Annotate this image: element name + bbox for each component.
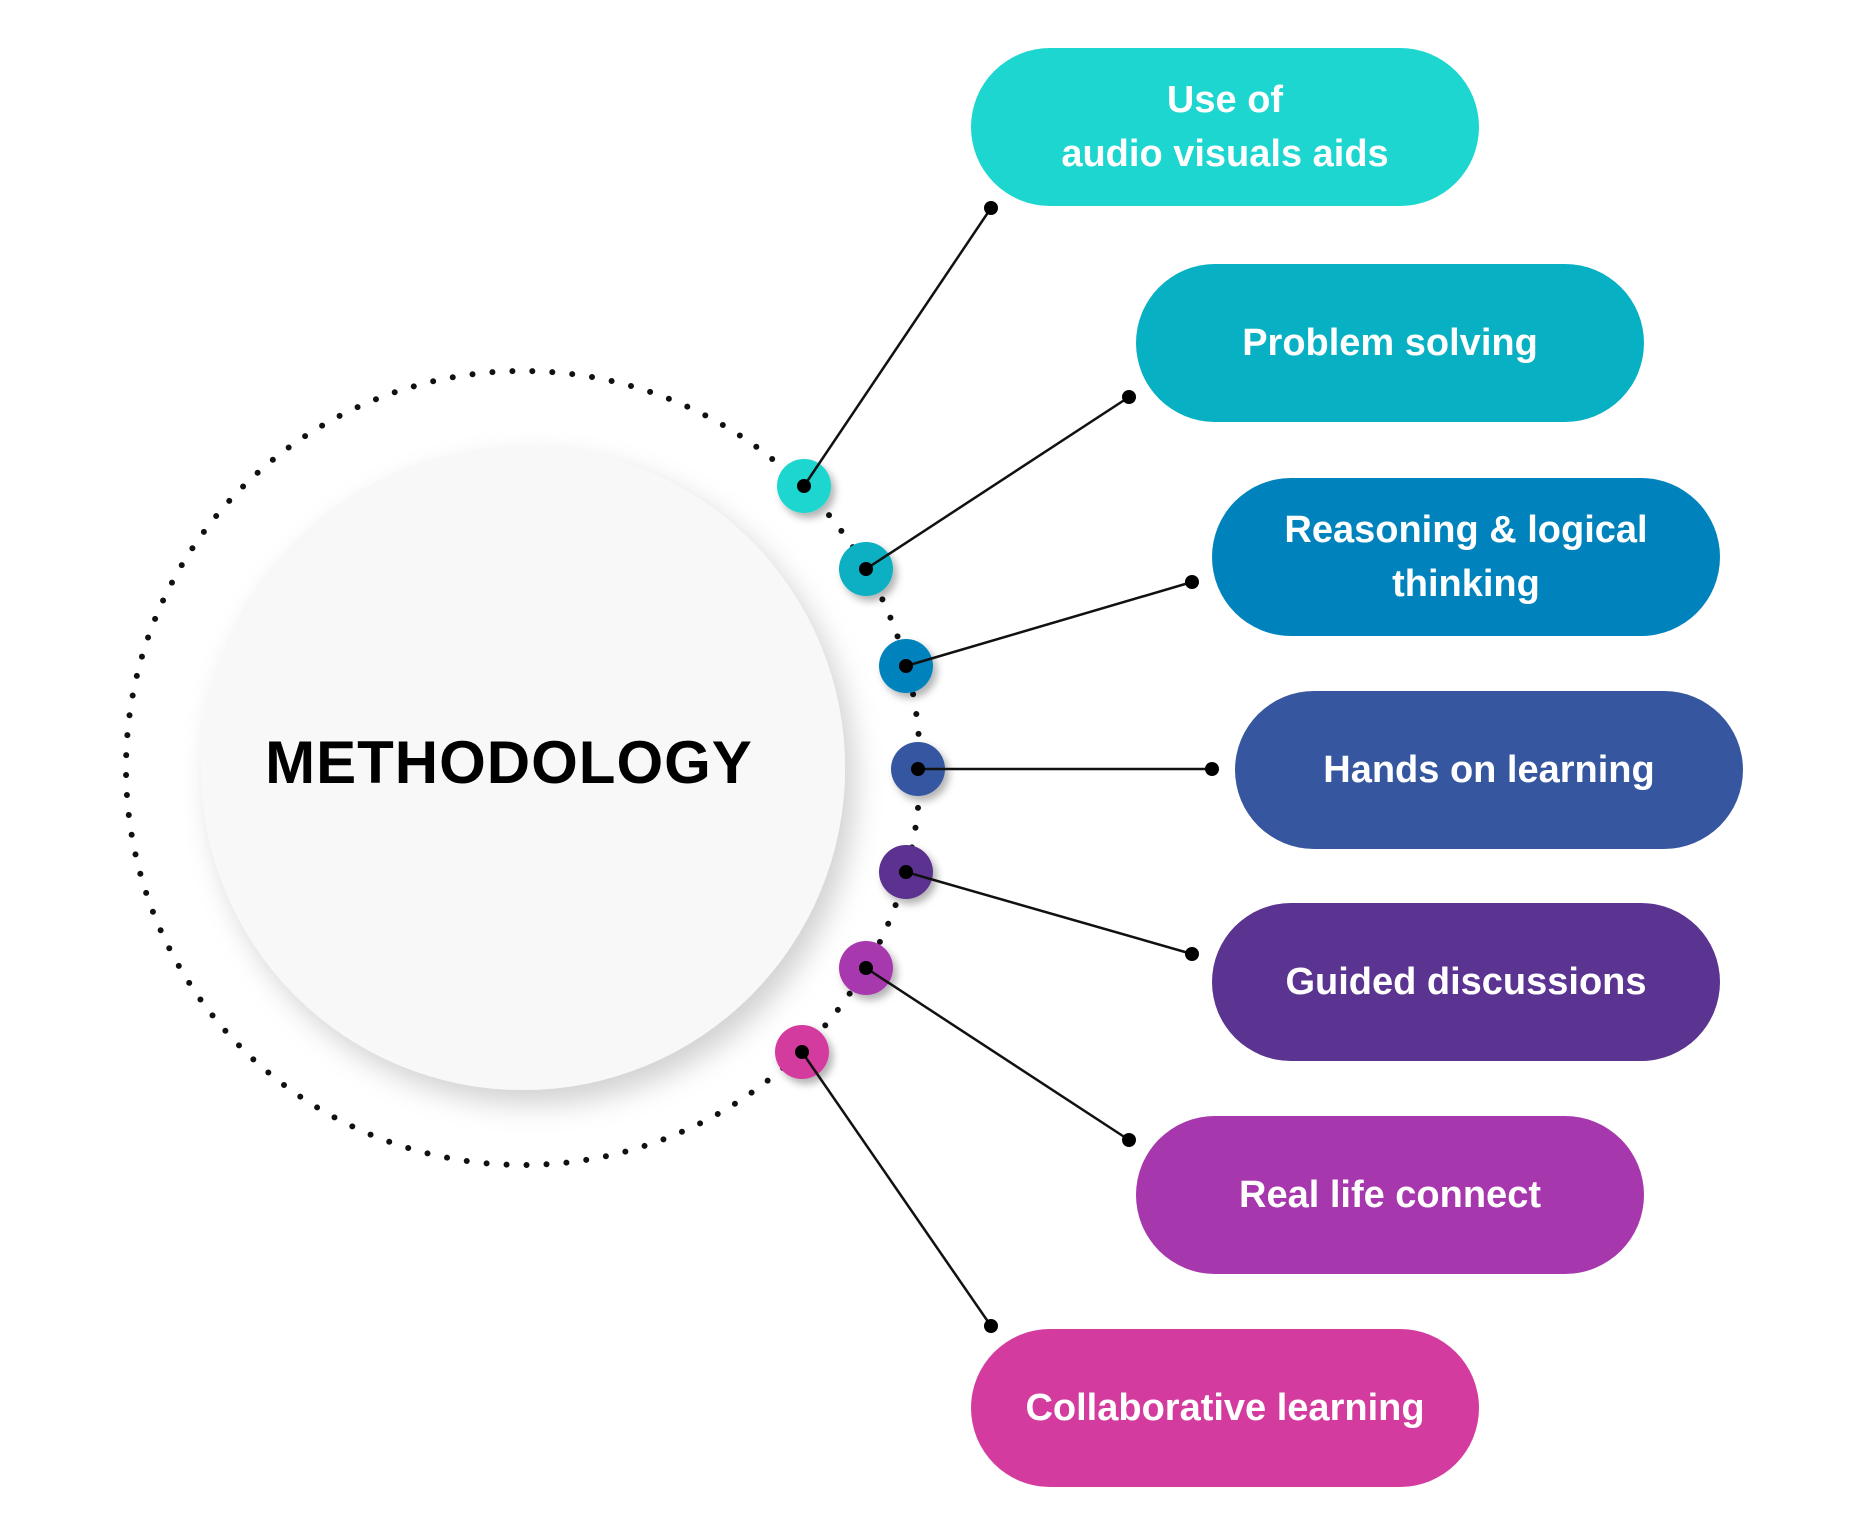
- method-pill: Real life connect: [1136, 1116, 1644, 1274]
- method-label: Problem solving: [1242, 322, 1538, 364]
- method-pill: Hands on learning: [1235, 691, 1743, 849]
- connector-line: [865, 966, 1130, 1142]
- connector-dot: [859, 961, 873, 975]
- connector-line: [802, 207, 993, 487]
- connector-dot: [899, 865, 913, 879]
- method-label: Use of audio visuals aids: [1061, 79, 1389, 175]
- method-label: Hands on learning: [1323, 749, 1655, 791]
- connector-dot: [1185, 947, 1199, 961]
- connector-dot: [1122, 390, 1136, 404]
- method-pill: Collaborative learning: [971, 1329, 1479, 1487]
- method-label: Reasoning & logical thinking: [1284, 509, 1648, 605]
- connector-dot: [1205, 762, 1219, 776]
- connector-dot: [859, 562, 873, 576]
- connector-line: [865, 395, 1130, 571]
- center-circle: [201, 446, 845, 1090]
- method-label: Real life connect: [1239, 1174, 1541, 1216]
- center-title: METHODOLOGY: [265, 729, 753, 796]
- method-label: Collaborative learning: [1025, 1387, 1425, 1429]
- connector-dot: [911, 762, 925, 776]
- connector-dot: [795, 1045, 809, 1059]
- connector-line: [905, 580, 1193, 668]
- method-pill: Reasoning & logical thinking: [1212, 478, 1720, 636]
- method-pill: Guided discussions: [1212, 903, 1720, 1061]
- connector-line: [800, 1051, 993, 1327]
- connector-dot: [899, 659, 913, 673]
- method-pill: Problem solving: [1136, 264, 1644, 422]
- connector-dot: [984, 1319, 998, 1333]
- method-pill: Use of audio visuals aids: [971, 48, 1479, 206]
- connector-dot: [1122, 1133, 1136, 1147]
- connector-dot: [984, 201, 998, 215]
- method-label: Guided discussions: [1285, 961, 1647, 1003]
- connector-dot: [797, 479, 811, 493]
- connector-line: [905, 870, 1193, 956]
- connector-dot: [1185, 575, 1199, 589]
